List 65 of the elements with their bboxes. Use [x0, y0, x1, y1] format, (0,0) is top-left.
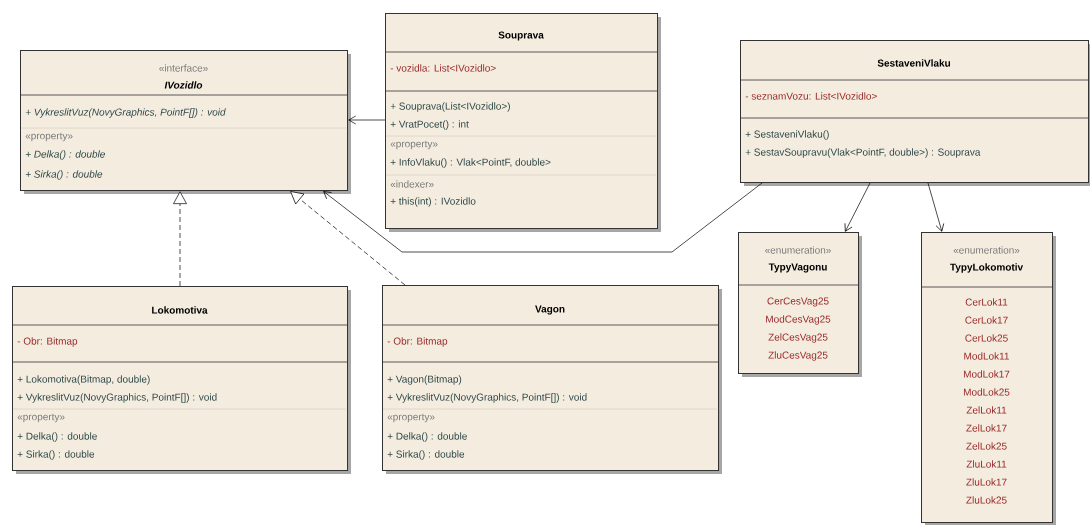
class-name: SestaveniVlaku	[877, 59, 951, 67]
association-arrow	[927, 182, 945, 232]
enum-literal: ZluLok11	[966, 460, 1007, 468]
attribute-text: - Obr: Bitmap	[387, 337, 448, 347]
enum-literal: CerLok11	[965, 298, 1008, 306]
class-name: IVozidlo	[164, 81, 203, 89]
association-arrow	[323, 182, 763, 253]
enum-literal: ZluCesVag25	[768, 351, 828, 361]
method-text: + VykreslitVuz(NovyGraphics, PointF[]) : void	[17, 393, 217, 403]
stereotype-label: «interface»	[159, 64, 208, 72]
enum-literal: ZelCesVag25	[768, 333, 828, 343]
section-label: «property»	[17, 413, 65, 423]
method-text: + Delka() : double	[25, 150, 105, 160]
class-name: Lokomotiva	[152, 306, 208, 314]
enum-literal: CerLok25	[965, 334, 1008, 342]
stereotype-label: «enumeration»	[765, 246, 831, 254]
enum-literal: CerCesVag25	[767, 297, 829, 307]
method-text: + Vagon(Bitmap)	[387, 375, 462, 385]
class-box	[19, 50, 351, 194]
enum-literal: ModLok17	[964, 370, 1010, 378]
class-box	[381, 285, 722, 474]
enum-literal: ZelLok17	[966, 424, 1007, 432]
section-label: «property»	[25, 132, 73, 142]
section-label: «indexer»	[390, 180, 434, 188]
method-text: + Lokomotiva(Bitmap, double)	[17, 375, 150, 385]
enum-literal: ZluLok17	[966, 478, 1007, 486]
enum-literal: ModLok11	[964, 352, 1009, 360]
class-name: Souprava	[498, 31, 544, 41]
class-name: Vagon	[535, 305, 565, 315]
stereotype-label: «enumeration»	[953, 246, 1020, 254]
attribute-text: - Obr: Bitmap	[17, 337, 78, 347]
method-text: + Delka() : double	[17, 432, 97, 442]
realization-arrow	[290, 191, 406, 286]
enum-literal: ZelLok25	[966, 442, 1007, 450]
enum-literal: CerLok17	[965, 316, 1008, 324]
section-label: «property»	[387, 413, 435, 423]
method-text: + VykreslitVuz(NovyGraphics, PointF[]) : void	[25, 108, 226, 118]
class-box	[737, 232, 862, 377]
enum-literal: ModLok25	[964, 388, 1010, 396]
enum-literal: ZelLok11	[966, 406, 1007, 414]
method-text: + SestaveniVlaku()	[745, 130, 829, 140]
method-text: + Delka() : double	[387, 432, 467, 442]
attribute-text: - vozidla: List<IVozidlo>	[390, 64, 496, 72]
class-box	[739, 40, 1090, 186]
method-text: + Souprava(List<IVozidlo>)	[390, 102, 510, 112]
realization-arrow	[173, 191, 187, 287]
class-box	[384, 13, 661, 232]
enum-literal: ModCesVag25	[766, 315, 831, 325]
enum-literal: ZluLok25	[966, 496, 1007, 504]
class-name: TypyLokomotiv	[950, 263, 1024, 273]
method-text: + VratPocet() : int	[390, 120, 469, 130]
method-text: + Sirka() : double	[17, 450, 95, 460]
class-name: TypyVagonu	[768, 263, 827, 273]
method-text: + this(int) : IVozidlo	[390, 197, 476, 207]
attribute-text: - seznamVozu: List<IVozidlo>	[745, 92, 877, 100]
class-box	[11, 286, 351, 474]
method-text: + Sirka() : double	[25, 170, 103, 180]
association-arrow	[348, 115, 386, 125]
method-text: + Sirka() : double	[387, 450, 465, 460]
section-label: «property»	[390, 140, 438, 150]
method-text: + SestavSoupravu(Vlak<PointF, double>) : Souprava	[745, 148, 981, 158]
method-text: + InfoVlaku() : Vlak<PointF, double>	[390, 158, 551, 168]
association-arrow	[844, 182, 871, 232]
method-text: + VykreslitVuz(NovyGraphics, PointF[]) : void	[387, 393, 587, 403]
class-box	[920, 232, 1056, 525]
